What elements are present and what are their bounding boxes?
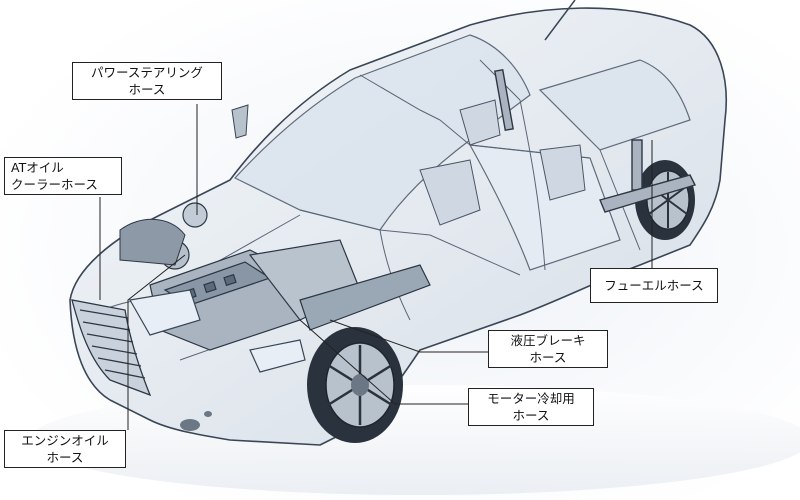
front-wheel [307,327,403,443]
rear-suspension [494,68,696,213]
callout-line: モーター冷却用 [487,391,575,406]
callout-line: ホース [128,82,166,97]
side-mirror [231,104,249,139]
callout-hydraulic-brake-hose: 液圧ブレーキ ホース [488,330,608,368]
leader-lines [99,104,653,430]
antenna [544,0,576,41]
callout-line: クーラーホース [11,177,98,192]
leader-engine-oil [127,254,186,430]
callout-line: ATオイル [11,160,64,175]
callout-motor-cooling-hose: モーター冷却用 ホース [468,388,594,426]
leader-motor-cooling [299,319,468,405]
engine [149,202,431,351]
callout-line: エンジンオイル [21,433,109,448]
callout-fuel-hose: フューエルホース [590,268,718,303]
callout-line: ホース [46,450,84,465]
leader-hydraulic-brake [329,319,488,353]
callout-line: パワーステアリング [91,65,203,80]
callout-engine-oil-hose: エンジンオイル ホース [4,430,126,468]
callout-line: 液圧ブレーキ [510,333,586,348]
callout-line: フューエルホース [604,278,704,293]
headlights [129,289,306,373]
callout-line: ホース [512,408,550,423]
callout-power-steering-hose: パワーステアリング ホース [72,62,222,100]
front-left-wheel-hint [119,218,186,266]
callout-at-oil-cooler-hose: ATオイル クーラーホース [4,157,122,195]
front-grille [71,299,152,397]
seats [419,99,586,226]
fog-lights [180,411,212,431]
callout-line: ホース [529,350,567,365]
